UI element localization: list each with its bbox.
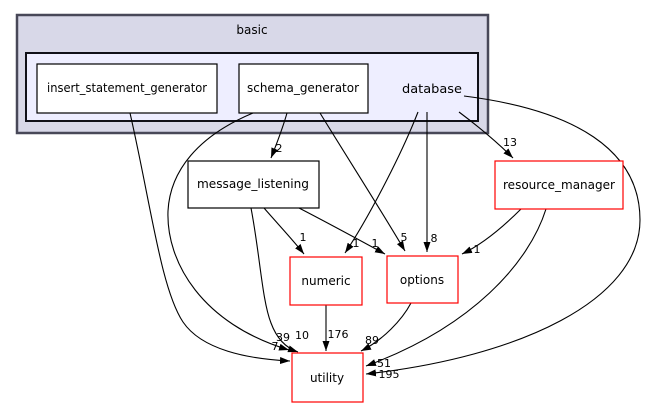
node-utility[interactable]: utility <box>291 352 364 403</box>
node-message_listening-box[interactable] <box>187 160 320 209</box>
cluster-database-label: database <box>402 82 462 96</box>
edge-database-to-resource_manager <box>458 111 514 159</box>
edge-label-schema_generator-message_listening[interactable]: 2 <box>276 142 283 155</box>
node-schema_generator-label[interactable]: schema_generator <box>247 81 359 95</box>
node-utility-box[interactable] <box>291 352 364 403</box>
node-options-box[interactable] <box>386 255 459 304</box>
edge-label-options-utility[interactable]: 89 <box>365 334 379 347</box>
node-message_listening-label[interactable]: message_listening <box>197 177 309 191</box>
edge-label-message_listening-options[interactable]: 1 <box>372 237 379 250</box>
node-utility-label[interactable]: utility <box>310 371 344 385</box>
edge-schema_generator-to-message_listening <box>270 112 288 159</box>
edge-label-resource_manager-utility[interactable]: 51 <box>377 357 391 370</box>
edge-label-schema_generator-utility[interactable]: 39 <box>276 331 290 344</box>
edge-label-resource_manager-options[interactable]: 1 <box>474 243 481 256</box>
edge-message_listening-to-numeric <box>263 207 305 255</box>
node-options-label[interactable]: options <box>400 273 444 287</box>
node-resource_manager[interactable]: resource_manager <box>494 160 624 210</box>
edge-schema_generator-to-options <box>319 112 406 252</box>
edge-label-message_listening-utility[interactable]: 10 <box>295 329 309 342</box>
edge-resource_manager-to-utility <box>365 208 547 367</box>
edge-insert_statement_generator-to-utility <box>129 112 291 365</box>
edge-label-database-options[interactable]: 8 <box>431 232 438 245</box>
edge-resource_manager-to-options <box>461 208 522 255</box>
edge-label-database-utility[interactable]: 195 <box>379 368 400 381</box>
node-numeric-box[interactable] <box>289 256 363 306</box>
node-resource_manager-label[interactable]: resource_manager <box>503 178 615 192</box>
edge-options-to-utility <box>360 302 412 352</box>
edge-database-to-utility <box>365 95 641 377</box>
node-schema_generator-box[interactable] <box>238 63 369 114</box>
node-options[interactable]: options <box>386 255 459 304</box>
edge-label-insert_statement_generator-utility[interactable]: 7 <box>272 340 279 353</box>
edge-label-database-resource_manager[interactable]: 13 <box>503 136 517 149</box>
edge-message_listening-to-options <box>298 207 386 255</box>
node-message_listening[interactable]: message_listening <box>187 160 320 209</box>
edge-label-schema_generator-options[interactable]: 5 <box>401 231 408 244</box>
node-resource_manager-box[interactable] <box>494 160 624 210</box>
node-numeric-label[interactable]: numeric <box>301 274 350 288</box>
cluster-basic-label[interactable]: basic <box>236 23 267 37</box>
node-numeric[interactable]: numeric <box>289 256 363 306</box>
edge-schema_generator-to-utility <box>167 112 290 351</box>
node-schema_generator[interactable]: schema_generator <box>238 63 369 114</box>
edge-label-numeric-utility[interactable]: 176 <box>328 328 349 341</box>
edge-label-database-numeric[interactable]: 1 <box>353 237 360 250</box>
edge-label-message_listening-numeric[interactable]: 1 <box>300 231 307 244</box>
edge-message_listening-to-utility <box>250 207 299 353</box>
node-insert_statement_generator[interactable]: insert_statement_generator <box>36 63 218 114</box>
node-insert_statement_generator-label[interactable]: insert_statement_generator <box>47 81 207 95</box>
node-insert_statement_generator-box[interactable] <box>36 63 218 114</box>
edge-database-to-numeric <box>344 111 419 254</box>
